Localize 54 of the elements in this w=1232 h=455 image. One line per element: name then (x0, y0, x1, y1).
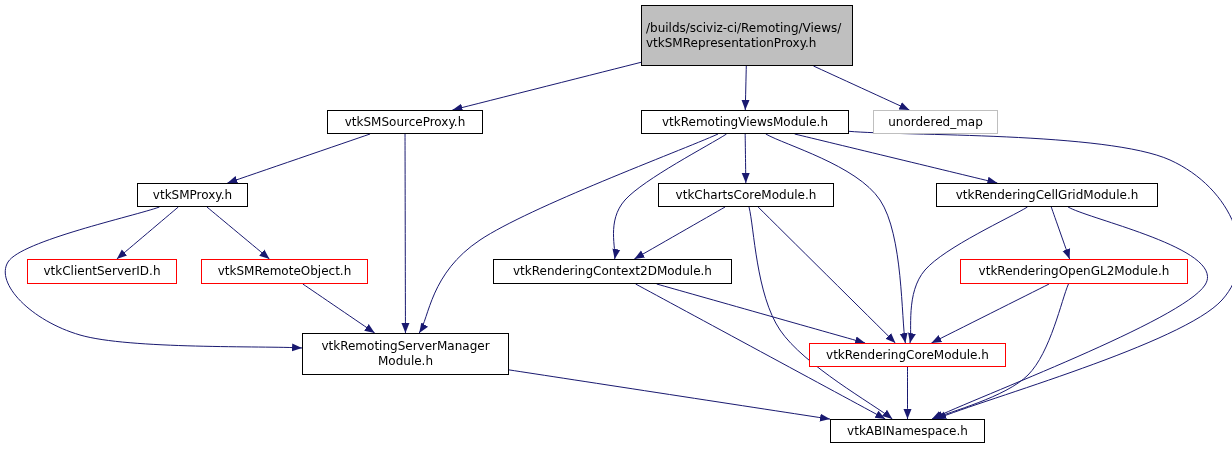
file-name: vtkSMRemoteObject.h (217, 264, 352, 279)
file-box (137, 183, 248, 207)
include-arrow (226, 133, 371, 184)
include-arrow (656, 283, 866, 345)
file-name: vtkRenderingCellGridModule.h (955, 187, 1139, 203)
file-box (641, 5, 853, 66)
file-name: unordered_map (888, 114, 983, 130)
include-arrow (206, 206, 270, 260)
include-arrow (741, 133, 750, 184)
file-name: vtkChartsCoreModule.h (675, 187, 817, 203)
file-box (936, 183, 1158, 207)
file-name: vtkRemotingViewsModule.h (662, 114, 828, 130)
include-arrow (401, 133, 410, 334)
file-box (809, 343, 1006, 367)
include-arrow (116, 206, 179, 260)
file-box (493, 259, 732, 284)
include-arrow (757, 206, 896, 344)
include-arrow (812, 65, 910, 111)
file-name: vtkSMSourceProxy.h (344, 114, 466, 130)
include-arrow (930, 283, 1050, 344)
include-arrow (907, 206, 1028, 344)
include-arrow (794, 133, 998, 185)
include-arrow (302, 283, 376, 334)
file-box (873, 110, 998, 134)
include-arrow (903, 366, 912, 420)
file-name: vtkRenderingCoreModule.h (826, 347, 989, 363)
file-box (641, 110, 849, 134)
include-arrow (848, 130, 1232, 420)
include-arrow (418, 133, 719, 334)
file-box (658, 183, 834, 207)
file-name: vtkRemotingServerManager Module.h (320, 339, 491, 369)
include-arrow (765, 133, 909, 344)
include-arrow (931, 206, 1208, 420)
file-box (27, 259, 177, 284)
include-arrow (741, 65, 750, 111)
file-name: vtkABINamespace.h (847, 423, 968, 439)
file-name: vtkRenderingContext2DModule.h (513, 264, 712, 279)
file-name: vtkSMProxy.h (152, 187, 233, 203)
file-box (960, 259, 1188, 284)
include-arrow (1050, 206, 1071, 260)
include-arrow (748, 206, 893, 420)
include-arrow (451, 61, 642, 112)
file-name: vtkRenderingOpenGL2Module.h (978, 264, 1170, 279)
file-box (302, 333, 509, 375)
file-name: /builds/sciviz-ci/Remoting/Views/vtkSMRepresentationProxy.h (646, 20, 843, 51)
file-name: vtkClientServerID.h (43, 264, 161, 279)
include-arrow (635, 283, 886, 420)
include-arrow (611, 133, 728, 260)
file-box (830, 419, 985, 443)
include-arrow (4, 206, 303, 352)
file-box (327, 110, 483, 134)
include-arrow (508, 369, 831, 422)
file-box (201, 259, 368, 284)
include-arrow (633, 206, 726, 260)
